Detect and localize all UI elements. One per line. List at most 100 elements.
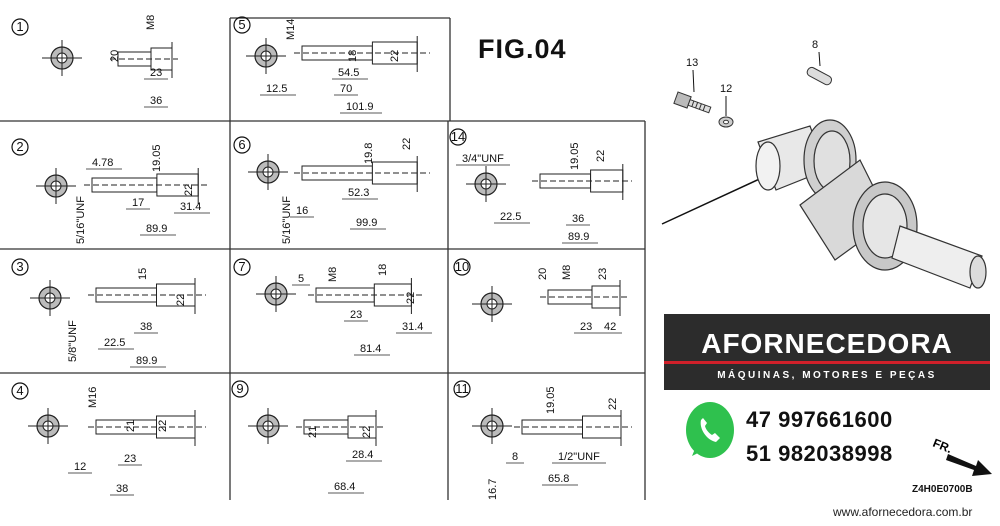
dimension-label: 12.5 — [266, 83, 287, 95]
brand-tagline: MÁQUINAS, MOTORES E PEÇAS — [717, 370, 937, 381]
dimension-label: 5/16"UNF — [281, 196, 293, 244]
dimension-label: 18 — [377, 264, 389, 276]
dimension-grid — [0, 17, 646, 500]
dimension-label: 1/2"UNF — [558, 451, 600, 463]
dimension-label: M14 — [285, 19, 297, 40]
dimension-label: 16.7 — [487, 479, 499, 500]
cell-number: 1 — [16, 19, 23, 34]
cell-number-badge — [11, 138, 29, 156]
dimension-label: 31.4 — [402, 321, 423, 333]
cell-number-badge — [11, 258, 29, 276]
dimension-label: 17 — [132, 197, 144, 209]
dimension-label: 28.4 — [352, 449, 373, 461]
dimension-label: M16 — [87, 387, 99, 408]
brand-accent-bar — [664, 361, 990, 364]
shaft-cell-4: 4 M16 21 22 12 23 38 — [11, 382, 206, 496]
dimension-label: 5/8"UNF — [67, 320, 79, 362]
dimension-label: 22 — [595, 150, 607, 162]
part-number-8: 8 — [812, 39, 818, 51]
phone-number-2: 51 982038998 — [746, 441, 893, 466]
dimension-label: 22 — [405, 292, 417, 304]
front-arrow: FR. — [931, 436, 992, 476]
bolt-part — [673, 91, 712, 114]
cell-number: 6 — [238, 137, 245, 152]
dimension-label: 23 — [124, 453, 136, 465]
dimension-label: 22 — [389, 50, 401, 62]
figure-title: FIG.04 — [478, 34, 567, 64]
cell-number: 5 — [238, 17, 245, 32]
dimension-label: 54.5 — [338, 67, 359, 79]
dimension-label: 22 — [401, 138, 413, 150]
shaft-cell-5: 5 M14 18 22 54.5 12.5 70 101.9 — [233, 16, 430, 114]
part-number-13: 13 — [686, 57, 698, 69]
brand-banner: AFORNECEDORA MÁQUINAS, MOTORES E PEÇAS — [664, 314, 990, 390]
dimension-label: 8 — [512, 451, 518, 463]
whatsapp-icon — [686, 402, 734, 458]
dimension-label: 68.4 — [334, 481, 355, 493]
cell-number: 9 — [236, 381, 243, 396]
dimension-label: 21 — [307, 426, 319, 438]
dimension-label: 23 — [597, 268, 609, 280]
dimension-label: 5/16"UNF — [75, 196, 87, 244]
dimension-label: 36 — [150, 95, 162, 107]
cell-number-badge — [449, 128, 467, 146]
cell-number: 3 — [16, 259, 23, 274]
dimension-label: 22 — [361, 426, 373, 438]
dimension-label: 18 — [347, 50, 359, 62]
cell-number: 10 — [455, 259, 469, 274]
dimension-label: 16 — [296, 205, 308, 217]
dimension-label: 22.5 — [104, 337, 125, 349]
dimension-label: 22.5 — [500, 211, 521, 223]
cell-number: 11 — [455, 381, 469, 396]
brand-name: AFORNECEDORA — [701, 328, 953, 359]
dimension-label: M8 — [561, 265, 573, 280]
cell-number-badge — [11, 18, 29, 36]
dimension-label: 20 — [537, 268, 549, 280]
dimension-label: 19.8 — [363, 143, 375, 164]
cell-number: 4 — [16, 383, 23, 398]
dimension-label: 81.4 — [360, 343, 381, 355]
dimension-label: 4.78 — [92, 157, 113, 169]
dimension-label: 22 — [175, 294, 187, 306]
cell-number: 14 — [451, 129, 465, 144]
dimension-label: 21 — [125, 420, 137, 432]
cell-number-badge — [11, 382, 29, 400]
phone-number-1: 47 997661600 — [746, 407, 893, 432]
dimension-label: 22 — [183, 184, 195, 196]
dimension-label: 70 — [340, 83, 352, 95]
cell-number-badge — [453, 380, 471, 398]
dimension-label: 19.05 — [151, 144, 163, 172]
front-label: FR. — [931, 436, 954, 456]
cell-number-badge — [233, 16, 251, 34]
dimension-label: M8 — [327, 267, 339, 282]
dimension-label: 22 — [607, 398, 619, 410]
dimension-label: 101.9 — [346, 101, 374, 113]
cell-number-badge — [233, 136, 251, 154]
dimension-label: 89.9 — [146, 223, 167, 235]
dimension-label: 23 — [150, 67, 162, 79]
dimension-label: 65.8 — [548, 473, 569, 485]
key-part — [806, 66, 833, 86]
dimension-label: 12 — [74, 461, 86, 473]
crankshaft-part — [755, 119, 987, 289]
part-number-12: 12 — [720, 83, 732, 95]
diagram-code: Z4H0E0700B — [912, 484, 973, 495]
dimension-label: 23 — [580, 321, 592, 333]
cell-number-badge — [233, 258, 251, 276]
cell-number: 2 — [16, 139, 23, 154]
shaft-cell-9: 9 21 22 28.4 68.4 — [231, 380, 384, 494]
cell-number-badge — [231, 380, 249, 398]
dimension-label: 22 — [157, 420, 169, 432]
dimension-label: 15 — [137, 268, 149, 280]
crankshaft-illustration: 13 12 8 — [661, 39, 987, 289]
dimension-label: M8 — [145, 15, 157, 30]
dimension-label: 38 — [116, 483, 128, 495]
dimension-label: 3/4"UNF — [462, 153, 504, 165]
